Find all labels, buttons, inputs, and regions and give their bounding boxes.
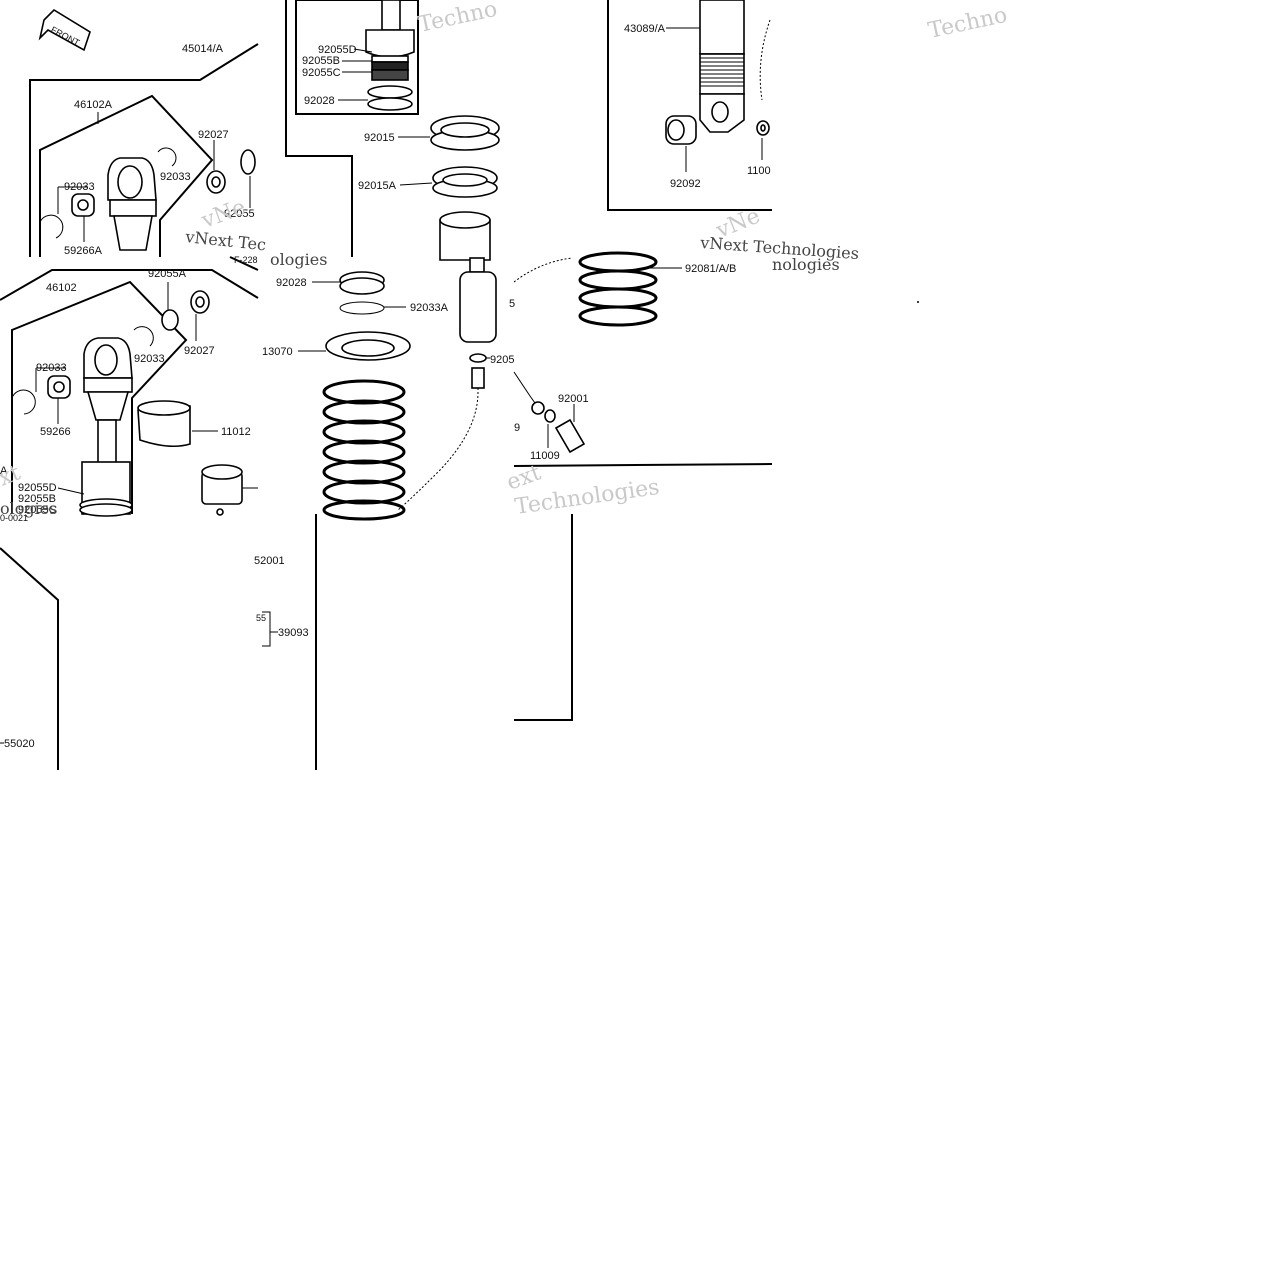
part-label-52001: 52001	[254, 555, 285, 567]
part-label-92001: 92001	[558, 393, 589, 405]
reference-code: 0-0021	[0, 513, 28, 523]
ring-part	[339, 271, 385, 315]
part-label-a: A	[0, 465, 8, 477]
part-label-92033: 92033	[36, 362, 67, 374]
part-label-92055b: 92055B	[302, 55, 340, 67]
part-label-46102a: 46102A	[74, 99, 113, 111]
washer-part	[756, 120, 770, 136]
part-label-13070: 13070	[262, 346, 293, 358]
panel-frame-top-center	[285, 0, 419, 257]
part-label-9: 9	[514, 422, 520, 434]
panel-frame-top-left	[29, 43, 259, 271]
circlip-ring	[39, 147, 177, 239]
bushing-part	[665, 115, 697, 145]
front-arrow-icon: FRONT	[38, 8, 91, 52]
part-label-92033: 92033	[160, 171, 191, 183]
watermark-text: ologies	[0, 499, 57, 518]
part-label-55: 55	[256, 613, 266, 623]
leader-lines-middle-left	[35, 282, 258, 495]
part-label-11012: 11012	[221, 426, 251, 438]
watermark-text: Techno	[926, 3, 1009, 44]
shock-cylinder-body	[699, 0, 745, 133]
part-label-92027: 92027	[198, 129, 229, 141]
watermark-text: nologies	[772, 255, 840, 274]
stray-dot	[917, 301, 919, 303]
spring-seat	[325, 331, 411, 361]
shock-body-lower	[81, 337, 133, 515]
bushing-part	[71, 193, 95, 217]
part-label-92081ab: 92081/A/B	[685, 263, 736, 275]
cylinder-sleeve	[439, 211, 491, 261]
reservoir-hose	[397, 257, 573, 511]
part-label-59266: 59266	[40, 426, 71, 438]
washer-part	[206, 149, 256, 194]
circlip-ring	[11, 309, 179, 415]
collar-part	[137, 400, 191, 448]
part-label-55020: 55020	[4, 738, 35, 750]
part-label-92027: 92027	[184, 345, 215, 357]
piston-rod	[365, 0, 415, 111]
part-label-92033: 92033	[64, 181, 95, 193]
coil-spring-secondary	[578, 251, 658, 327]
cap-part	[201, 464, 243, 516]
watermark-text: vNe	[198, 195, 249, 234]
part-label-92028: 92028	[304, 95, 335, 107]
bolt-part	[544, 409, 586, 454]
part-label-92055d: 92055D	[318, 44, 357, 56]
watermark-text: vNext Tec	[184, 227, 267, 254]
part-label-92028: 92028	[276, 277, 307, 289]
leader-lines-top-right	[666, 27, 763, 172]
part-label-92055c: 92055C	[302, 67, 341, 79]
part-label-39093: 39093	[278, 627, 309, 639]
part-label-1100: 1100	[747, 165, 771, 177]
watermark-text: Techno	[416, 0, 499, 38]
panel-frame-middle-left	[0, 269, 259, 514]
part-label-92055c: 92055C	[18, 504, 57, 516]
part-label-46102: 46102	[46, 282, 77, 294]
part-label-92033: 92033	[134, 353, 165, 365]
shock-body-upper	[107, 157, 157, 251]
washer-part	[190, 290, 210, 314]
leader-lines-top-center	[338, 48, 373, 101]
reservoir-hose	[759, 19, 771, 101]
bushing-part	[47, 375, 71, 399]
part-label-92033a: 92033A	[410, 302, 449, 314]
reservoir-canister	[459, 257, 497, 363]
part-label-59266a: 59266A	[64, 245, 103, 257]
coil-spring-main	[322, 379, 406, 521]
watermark-text: ologies	[270, 250, 327, 269]
part-label-92055: 92055	[224, 208, 255, 220]
part-label-92015a: 92015A	[358, 180, 397, 192]
part-label-92055a: 92055A	[148, 268, 187, 280]
part-label-11009: 11009	[530, 450, 560, 462]
part-label-9205: 9205	[490, 354, 514, 366]
part-label-45014a: 45014/A	[182, 43, 224, 55]
part-label-92015: 92015	[364, 132, 395, 144]
leader-lines-middle-center	[298, 281, 773, 467]
panel-frame-bottom	[0, 514, 573, 770]
part-label-92055b: 92055B	[18, 493, 56, 505]
panel-frame-top-right	[607, 0, 772, 211]
part-label-92092: 92092	[670, 178, 701, 190]
part-label-92055d: 92055D	[18, 482, 57, 494]
part-label-43089a: 43089/A	[624, 23, 666, 35]
part-label-5: 5	[509, 298, 515, 310]
spring-seat-lower	[79, 498, 133, 517]
reference-code: F-228	[234, 255, 258, 265]
lock-nut	[432, 166, 498, 198]
leader-lines-top-left	[57, 112, 251, 242]
lock-nut	[430, 115, 500, 151]
